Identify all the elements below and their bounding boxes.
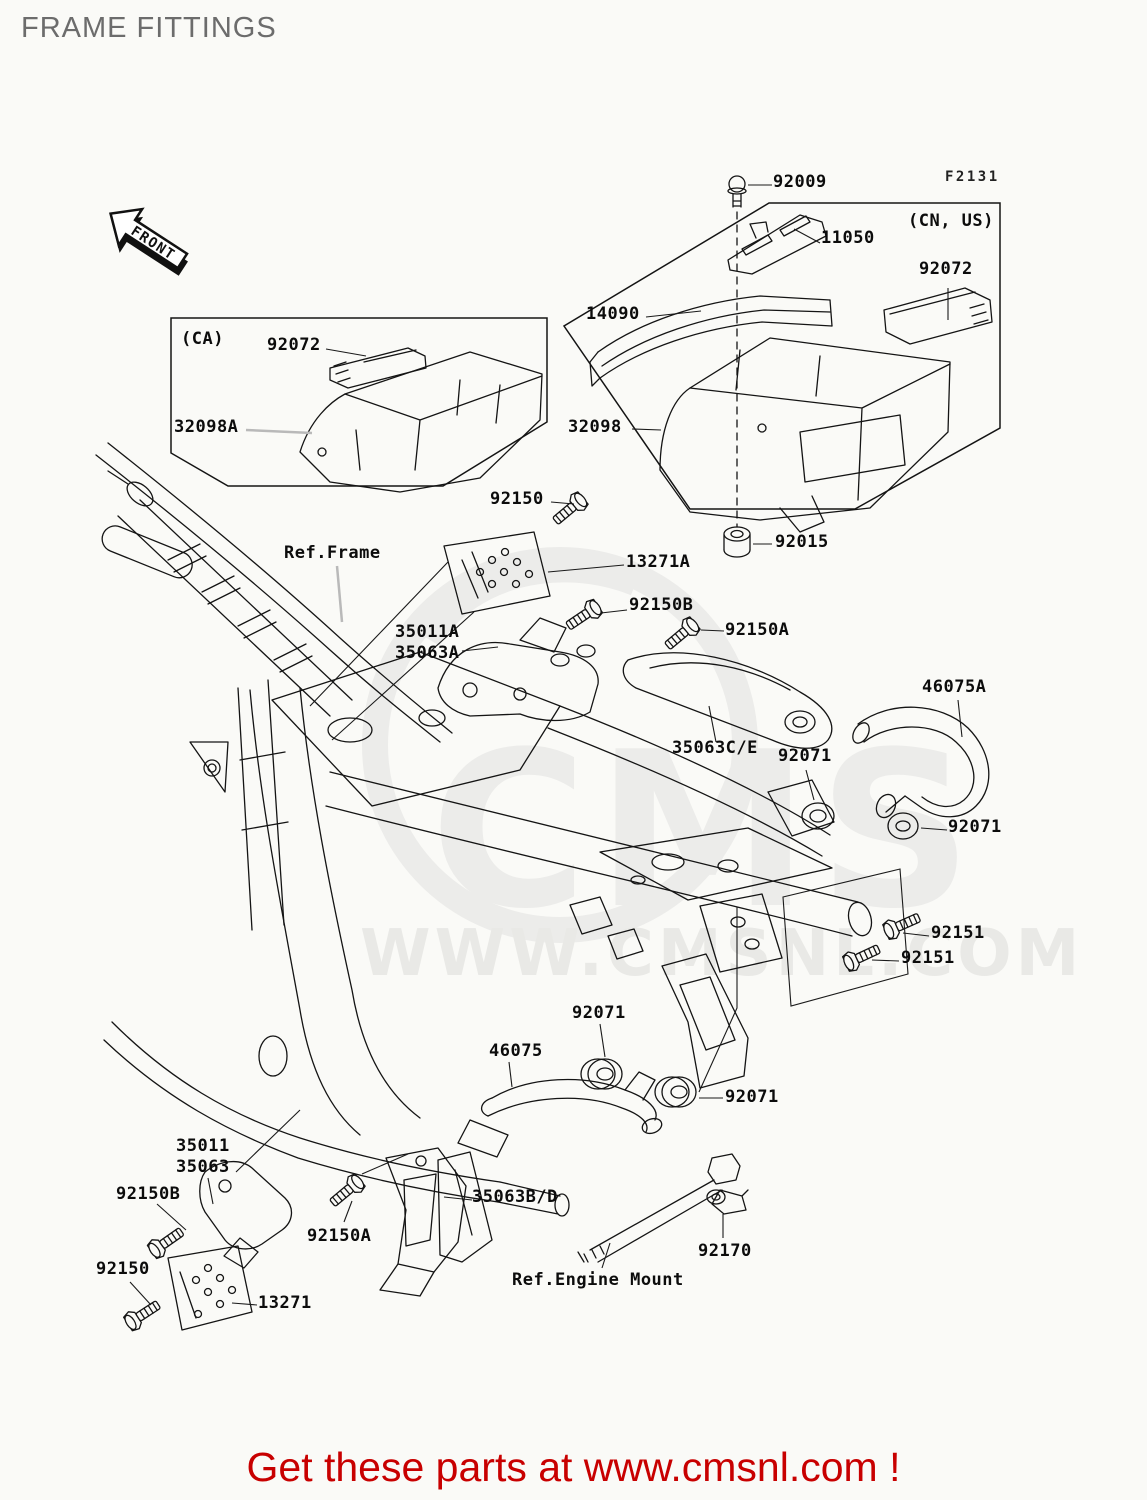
promo-text: Get these parts at www.cmsnl.com ! — [246, 1444, 901, 1490]
callout-35011a: 35011A — [395, 622, 460, 642]
callout-46075a: 46075A — [922, 677, 987, 697]
svg-text:WWW.CMSNL.COM: WWW.CMSNL.COM — [360, 917, 1083, 991]
callout-92071-c: 92071 — [572, 1003, 626, 1023]
callout-32098a: 32098A — [174, 417, 239, 437]
callout-13271: 13271 — [258, 1293, 312, 1313]
svg-text:CMS: CMS — [430, 705, 981, 956]
callout-92071-a: 92071 — [778, 746, 832, 766]
callout-92071-d: 92071 — [725, 1087, 779, 1107]
callout-92150-bottom: 92150 — [96, 1259, 150, 1279]
callout-92009: 92009 — [773, 172, 827, 192]
callout-92150a-bottom: 92150A — [307, 1226, 372, 1246]
callout-92151-a: 92151 — [931, 923, 985, 943]
callout-35063: 35063 — [176, 1157, 230, 1177]
callout-35063a: 35063A — [395, 643, 460, 663]
reference-leaders — [245, 428, 344, 623]
callout-11050: 11050 — [821, 228, 875, 248]
callout-92072-cnus: 92072 — [919, 259, 973, 279]
callout-14090: 14090 — [586, 304, 640, 324]
figure-code: F2131 — [945, 169, 1000, 185]
frame-line-art — [95, 175, 993, 1334]
callout-13271a: 13271A — [626, 552, 691, 572]
callout-92150b-top: 92150B — [629, 595, 694, 615]
callout-92151-b: 92151 — [901, 948, 955, 968]
region-label-cn-us: (CN, US) — [908, 211, 994, 231]
callout-46075: 46075 — [489, 1041, 543, 1061]
callout-92015: 92015 — [775, 532, 829, 552]
callout-35011: 35011 — [176, 1136, 230, 1156]
page-title: FRAME FITTINGS — [21, 12, 277, 44]
callout-32098: 32098 — [568, 417, 622, 437]
callout-92071-b: 92071 — [948, 817, 1002, 837]
leader-lines — [129, 184, 963, 1306]
callout-35063ce: 35063C/E — [672, 738, 758, 758]
front-direction-arrow: FRONT — [109, 207, 189, 276]
callout-92170: 92170 — [698, 1241, 752, 1261]
watermark: CMS WWW.CMSNL.COM — [360, 547, 1083, 991]
callout-35063bd: 35063B/D — [472, 1187, 558, 1207]
callout-92150-top: 92150 — [490, 489, 544, 509]
region-label-ca: (CA) — [181, 329, 224, 349]
callout-92072-ca: 92072 — [267, 335, 321, 355]
callout-ref-frame: Ref.Frame — [284, 543, 381, 563]
callout-92150a-top: 92150A — [725, 620, 790, 640]
region-boxes — [170, 202, 1001, 510]
callout-92150b-bottom: 92150B — [116, 1184, 181, 1204]
callout-ref-engine-mount: Ref.Engine Mount — [512, 1270, 684, 1290]
